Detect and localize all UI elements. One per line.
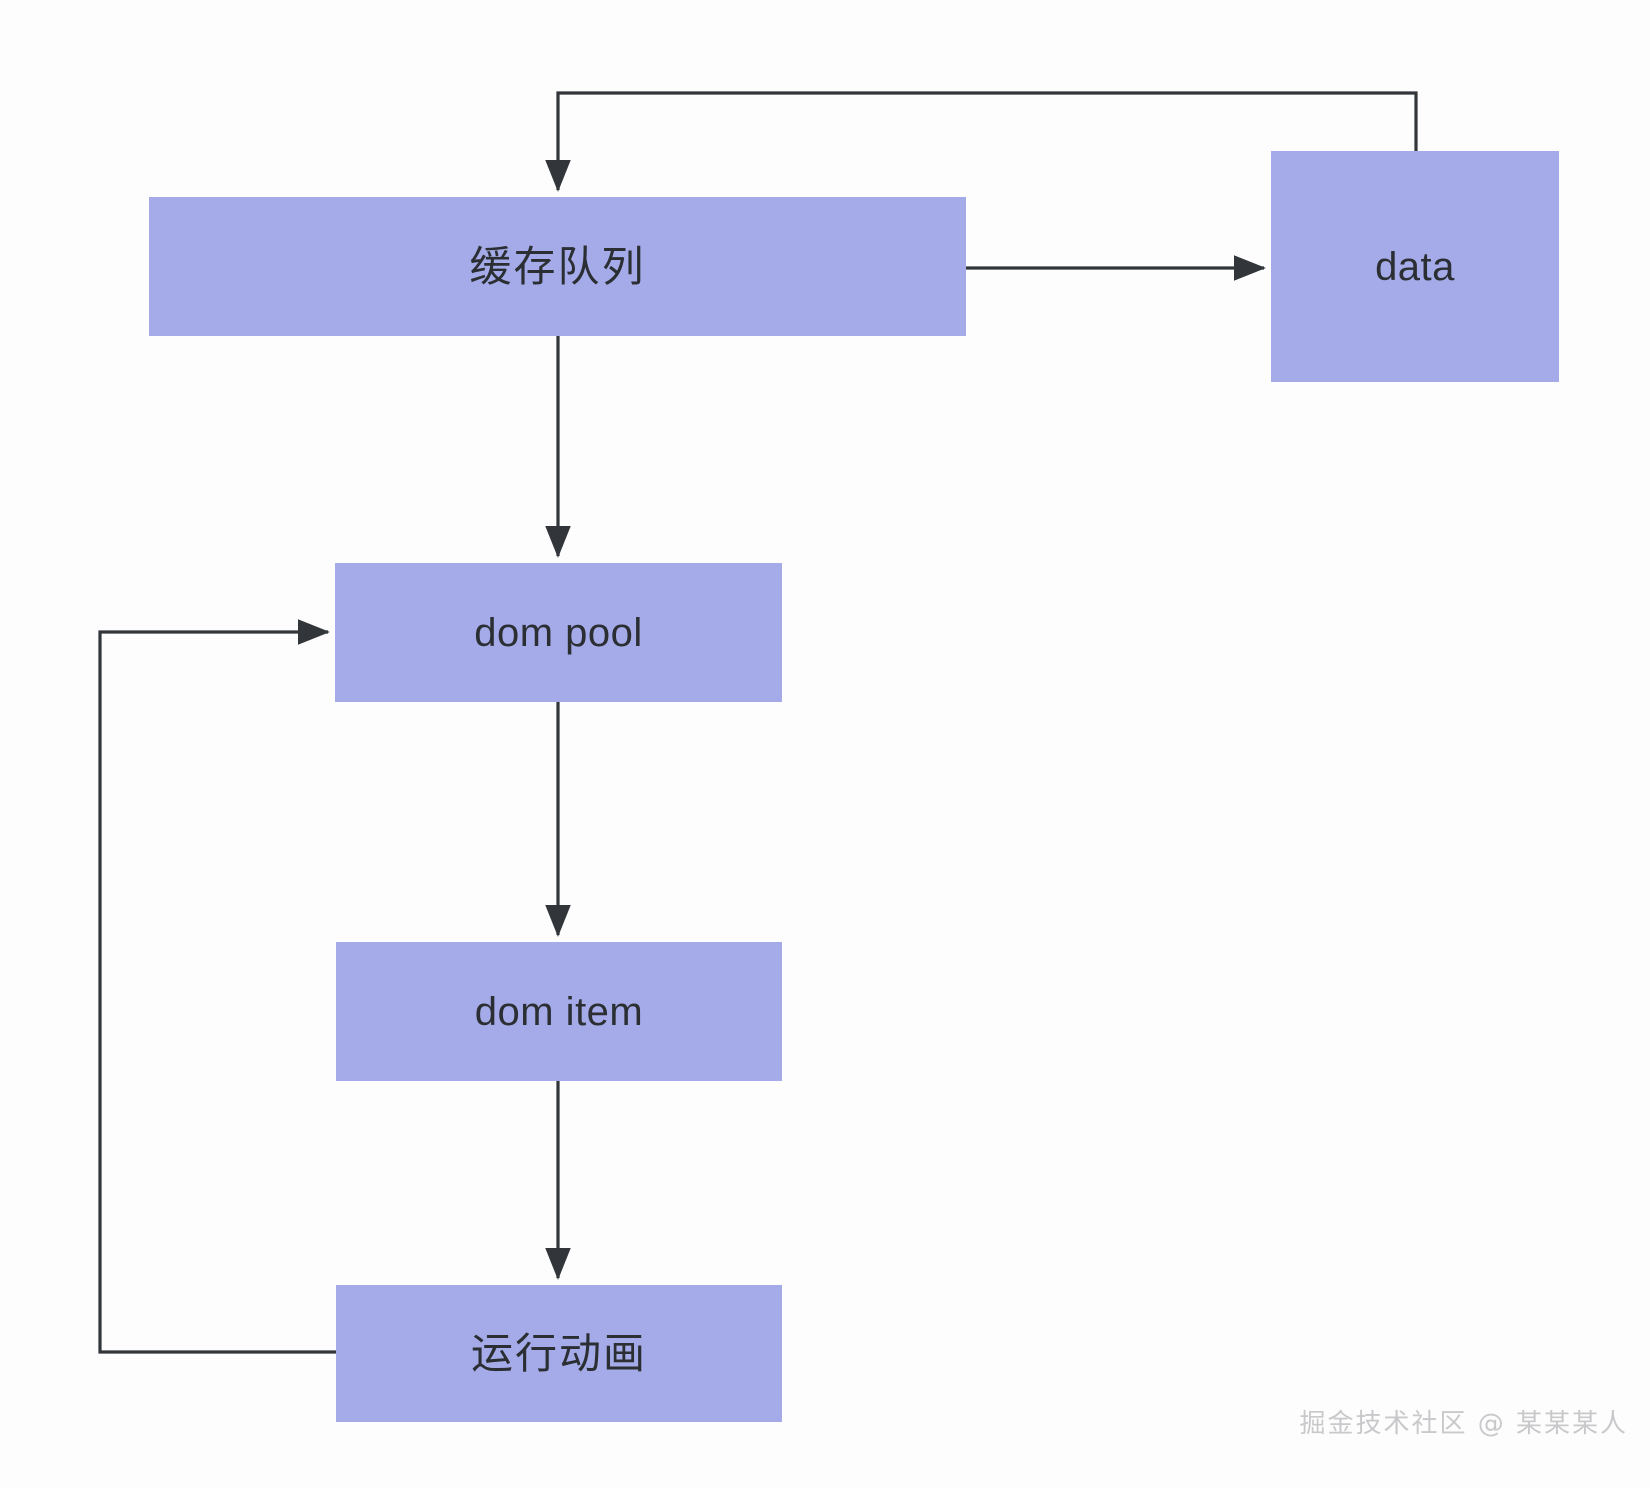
node-label-dom-pool: dom pool — [474, 610, 643, 655]
node-label-cache-queue: 缓存队列 — [469, 241, 646, 291]
node-label-run-animation: 运行动画 — [470, 1328, 647, 1378]
node-label-data: data — [1375, 244, 1455, 289]
node-cache-queue[interactable]: 缓存队列 — [149, 197, 966, 336]
node-label-dom-item: dom item — [474, 989, 644, 1034]
node-dom-pool[interactable]: dom pool — [335, 563, 782, 702]
node-run-animation[interactable]: 运行动画 — [336, 1285, 782, 1422]
edge-run-animation-to-dom-pool — [98, 619, 336, 1354]
node-dom-item[interactable]: dom item — [336, 942, 782, 1081]
node-data[interactable]: data — [1271, 151, 1559, 382]
watermark-text: 掘金技术社区 @ 某某某人 — [1299, 1409, 1628, 1439]
